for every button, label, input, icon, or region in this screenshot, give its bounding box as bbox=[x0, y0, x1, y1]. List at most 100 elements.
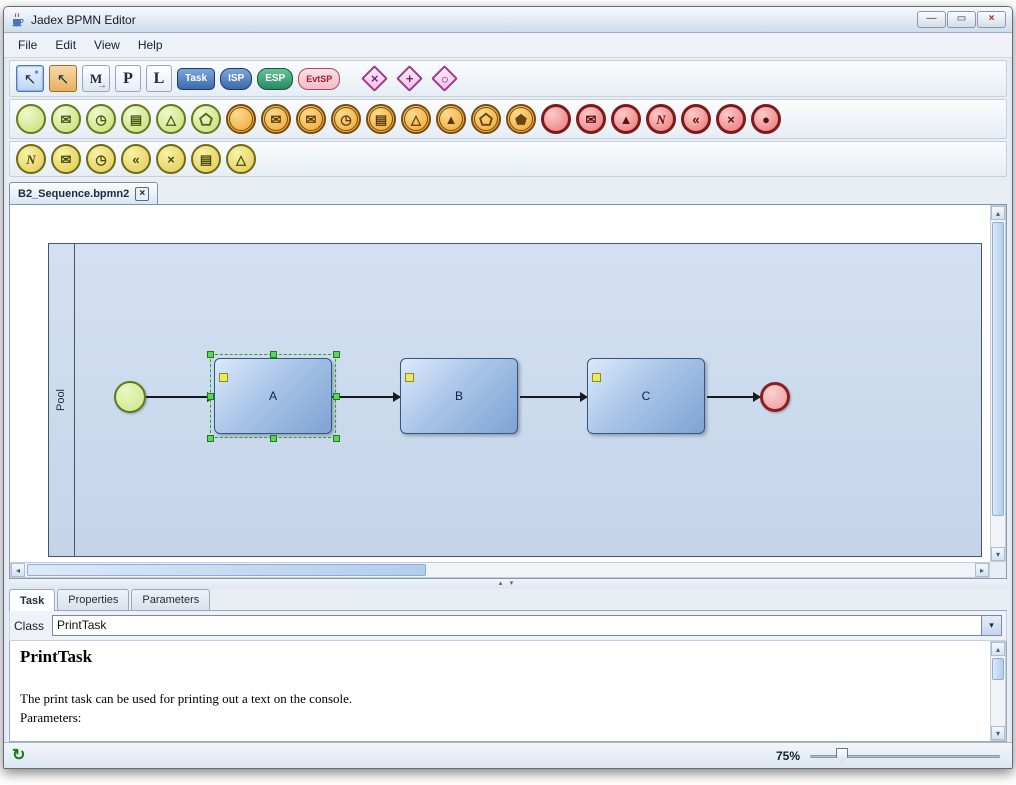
edge-a-to-b[interactable] bbox=[332, 392, 401, 402]
start-event-button[interactable] bbox=[16, 104, 46, 134]
splitter-expand-down-button[interactable]: ▾ bbox=[509, 580, 514, 587]
start-event-node[interactable] bbox=[114, 381, 146, 413]
add-lane-button[interactable]: L bbox=[146, 65, 172, 92]
select-tool-button[interactable]: ↖ ✶ bbox=[16, 65, 44, 92]
selection-handle[interactable] bbox=[333, 435, 340, 442]
menu-file[interactable]: File bbox=[18, 38, 38, 52]
title-bar[interactable]: Jadex BPMN Editor — ▭ × bbox=[4, 7, 1012, 33]
tab-b2-sequence[interactable]: B2_Sequence.bpmn2 × bbox=[9, 182, 159, 204]
selection-handle[interactable] bbox=[270, 435, 277, 442]
scroll-thumb[interactable] bbox=[992, 658, 1004, 681]
edit-tool-button[interactable]: ↖ bbox=[49, 65, 77, 92]
intermediate-multiple-catch-event-button[interactable] bbox=[471, 104, 501, 134]
boundary-error-event-button[interactable]: N bbox=[16, 144, 46, 174]
end-error-event-button[interactable]: N bbox=[646, 104, 676, 134]
selection-handle[interactable] bbox=[333, 393, 340, 400]
end-event-button[interactable] bbox=[541, 104, 571, 134]
scroll-down-button[interactable]: ▾ bbox=[991, 726, 1005, 740]
tab-close-button[interactable]: × bbox=[135, 186, 150, 201]
start-message-event-button[interactable]: ✉ bbox=[51, 104, 81, 134]
splitter-expand-up-button[interactable]: ▴ bbox=[498, 580, 503, 587]
intermediate-signal-throw-event-button[interactable]: ▲ bbox=[436, 104, 466, 134]
boundary-message-event-button[interactable]: ✉ bbox=[51, 144, 81, 174]
scroll-up-button[interactable]: ▴ bbox=[991, 642, 1005, 656]
gateway-xor-button[interactable]: × bbox=[359, 64, 389, 94]
edge-c-to-end[interactable] bbox=[707, 392, 761, 402]
menu-view[interactable]: View bbox=[94, 38, 120, 52]
envelope-icon: ✉ bbox=[270, 111, 282, 127]
selection-handle[interactable] bbox=[207, 393, 214, 400]
boundary-signal-event-button[interactable]: △ bbox=[226, 144, 256, 174]
zoom-slider-track[interactable] bbox=[810, 754, 1000, 758]
scroll-thumb[interactable] bbox=[27, 564, 426, 576]
edge-b-to-c[interactable] bbox=[520, 392, 588, 402]
end-message-event-button[interactable]: ✉ bbox=[576, 104, 606, 134]
end-event-node[interactable] bbox=[760, 382, 790, 412]
maximize-button[interactable]: ▭ bbox=[947, 11, 976, 28]
start-signal-event-button[interactable]: △ bbox=[156, 104, 186, 134]
tab-parameters[interactable]: Parameters bbox=[131, 589, 211, 610]
menu-edit[interactable]: Edit bbox=[55, 38, 77, 52]
doc-vertical-scrollbar[interactable]: ▴ ▾ bbox=[990, 641, 1006, 741]
selection-handle[interactable] bbox=[270, 351, 277, 358]
add-internal-subprocess-button[interactable]: ISP bbox=[220, 67, 253, 90]
add-task-button[interactable]: Task bbox=[177, 67, 216, 90]
close-button[interactable]: × bbox=[977, 11, 1006, 28]
tab-properties[interactable]: Properties bbox=[57, 589, 130, 610]
start-timer-event-button[interactable]: ◷ bbox=[86, 104, 116, 134]
task-node-c[interactable]: C bbox=[587, 358, 705, 434]
intermediate-multiple-throw-event-button[interactable] bbox=[506, 104, 536, 134]
messaging-edge-tool-button[interactable]: M → bbox=[82, 65, 110, 92]
selection-handle[interactable] bbox=[333, 351, 340, 358]
intermediate-message-catch-event-button[interactable]: ✉ bbox=[261, 104, 291, 134]
intermediate-event-button[interactable] bbox=[226, 104, 256, 134]
tab-task[interactable]: Task bbox=[9, 589, 56, 611]
task-label: B bbox=[454, 389, 463, 403]
task-node-b[interactable]: B bbox=[400, 358, 518, 434]
scroll-right-button[interactable]: ▸ bbox=[975, 563, 989, 577]
add-pool-button[interactable]: P bbox=[115, 65, 141, 92]
class-combobox-value[interactable]: PrintTask bbox=[57, 618, 107, 632]
end-compensation-event-button[interactable]: « bbox=[681, 104, 711, 134]
pool-header[interactable]: Pool bbox=[49, 244, 75, 556]
canvas-vertical-scrollbar[interactable]: ▴ ▾ bbox=[990, 205, 1006, 562]
selection-handle[interactable] bbox=[207, 435, 214, 442]
add-event-subprocess-button[interactable]: EvtSP bbox=[298, 67, 341, 90]
task-doc-content: PrintTask The print task can be used for… bbox=[10, 641, 990, 741]
edge-start-to-a[interactable] bbox=[146, 392, 215, 402]
intermediate-rule-event-button[interactable]: ▤ bbox=[366, 104, 396, 134]
task-node-a[interactable]: A bbox=[214, 358, 332, 434]
combobox-dropdown-button[interactable]: ▾ bbox=[981, 616, 1001, 635]
scroll-left-button[interactable]: ◂ bbox=[11, 563, 25, 577]
gateway-parallel-button[interactable]: + bbox=[394, 64, 424, 94]
canvas-horizontal-scrollbar[interactable]: ◂ ▸ bbox=[10, 562, 990, 578]
scroll-up-button[interactable]: ▴ bbox=[991, 206, 1005, 220]
end-cancel-event-button[interactable]: × bbox=[716, 104, 746, 134]
selection-handle[interactable] bbox=[207, 351, 214, 358]
reload-icon[interactable]: ↻ bbox=[12, 746, 26, 764]
minimize-button[interactable]: — bbox=[917, 11, 946, 28]
split-pane-divider[interactable]: ▴ ▾ bbox=[9, 579, 1007, 589]
intermediate-message-throw-event-button[interactable]: ✉ bbox=[296, 104, 326, 134]
boundary-rule-event-button[interactable]: ▤ bbox=[191, 144, 221, 174]
gateway-inclusive-button[interactable]: ○ bbox=[429, 64, 459, 94]
selection-outline bbox=[210, 354, 336, 438]
zoom-slider-thumb[interactable] bbox=[836, 747, 848, 764]
start-rule-event-button[interactable]: ▤ bbox=[121, 104, 151, 134]
start-multiple-event-button[interactable] bbox=[191, 104, 221, 134]
zoom-slider[interactable] bbox=[810, 747, 1000, 765]
scroll-down-button[interactable]: ▾ bbox=[991, 547, 1005, 561]
end-signal-event-button[interactable]: ▲ bbox=[611, 104, 641, 134]
menu-help[interactable]: Help bbox=[137, 38, 163, 52]
boundary-cancel-event-button[interactable]: × bbox=[156, 144, 186, 174]
boundary-timer-event-button[interactable]: ◷ bbox=[86, 144, 116, 174]
add-external-subprocess-button[interactable]: ESP bbox=[257, 67, 294, 90]
intermediate-signal-catch-event-button[interactable]: △ bbox=[401, 104, 431, 134]
class-combobox[interactable]: PrintTask ▾ bbox=[52, 615, 1002, 636]
error-icon: N bbox=[656, 111, 666, 127]
boundary-compensation-event-button[interactable]: « bbox=[121, 144, 151, 174]
end-terminate-event-button[interactable]: ● bbox=[751, 104, 781, 134]
intermediate-timer-event-button[interactable]: ◷ bbox=[331, 104, 361, 134]
diagram-canvas[interactable]: Pool A B C bbox=[10, 205, 990, 562]
scroll-thumb[interactable] bbox=[992, 222, 1004, 517]
